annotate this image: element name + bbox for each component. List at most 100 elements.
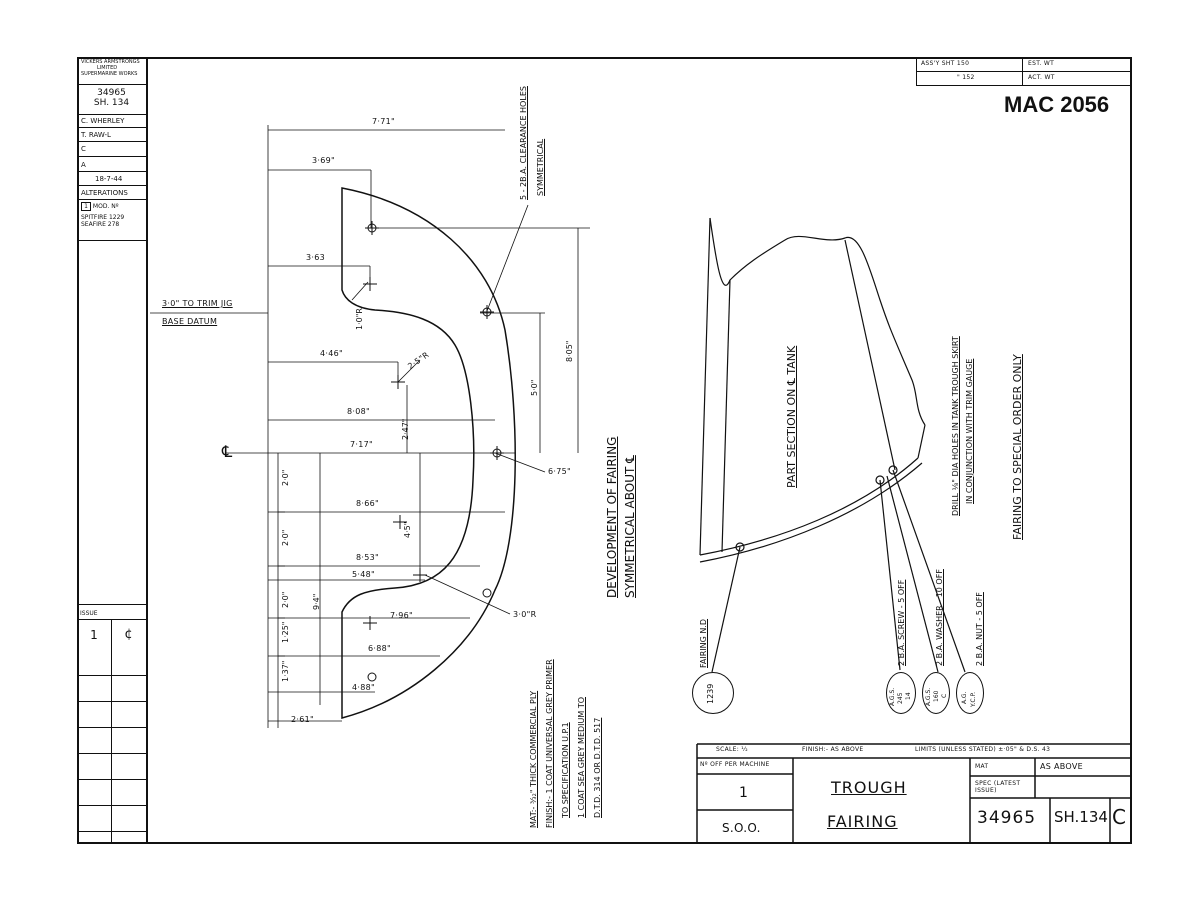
washer-part-bubble <box>922 672 950 714</box>
dim-7-96: 7·96" <box>390 611 413 620</box>
issue-rows <box>77 650 146 842</box>
left-drawing-number: 34965 <box>97 88 126 98</box>
aircraft-seafire: SEAFIRE 278 <box>81 221 120 228</box>
dim-v-1-25: 1·25" <box>281 621 290 644</box>
title-drawing-number: 34965 <box>977 808 1037 828</box>
maker-line-2: LIMITED <box>97 64 118 71</box>
material-note-3: TO SPECIFICATION U.P.1 <box>561 722 570 818</box>
drawing-number-cell: 34965 SH. 134 <box>77 85 146 115</box>
title-block-lines <box>696 743 1132 844</box>
soo-label: S.O.O. <box>722 821 761 835</box>
drill-note-2: IN CONJUNCTION WITH TRIM GAUGE <box>965 358 974 504</box>
modification-cell: 1 MOD. Nº SPITFIRE 1229 SEAFIRE 278 <box>77 200 146 240</box>
limits-label: LIMITS (UNLESS STATED) ±·05" & D.S. 43 <box>915 746 1051 753</box>
title-fairing: FAIRING <box>827 812 898 831</box>
dim-v-9-4: 9·4" <box>312 593 321 610</box>
est-weight-label: EST. WT <box>1028 60 1055 67</box>
spec-label: SPEC (LATEST ISSUE) <box>975 780 1021 795</box>
maker-line-3: SUPERMARINE WORKS <box>81 70 138 77</box>
nut-part-1: A.G. <box>961 691 968 704</box>
part-section-label: PART SECTION ON ℄ TANK <box>785 345 798 488</box>
note-clearance-holes: 5 - 2B.A. CLEARANCE HOLES <box>519 86 528 200</box>
maker-line-1: VICKERS ARMSTRONGS <box>81 59 140 65</box>
dim-v-1-37: 1·37" <box>281 660 290 683</box>
nut-callout: 2 B.A. NUT - 5 OFF <box>975 592 984 666</box>
title-sheet-number: SH.134 <box>1054 808 1108 826</box>
finish-label: FINISH:- AS ABOVE <box>802 746 864 753</box>
material-note-4: 1 COAT SEA GREY MEDIUM TO <box>577 696 586 818</box>
development-title-1: DEVELOPMENT OF FAIRING <box>605 436 619 598</box>
dim-v-8-05: 8·05" <box>565 340 574 363</box>
aircraft-spitfire: SPITFIRE 1229 <box>81 214 125 221</box>
washer-callout: 2 B.A. WASHER - 10 OFF <box>935 569 944 666</box>
washer-part-3: C <box>941 693 948 698</box>
mod-number: 1 <box>81 202 91 211</box>
fairing-number: 1239 <box>706 683 715 704</box>
dim-width-7-71: 7·71" <box>372 117 395 126</box>
dim-v-2-0-c: 2·0" <box>281 591 290 608</box>
weight-box: ASS'Y SHT 150 " 152 EST. WT ACT. WT <box>916 57 1132 86</box>
checked-by: C <box>77 142 146 157</box>
nut-part-2: Y.C.P. <box>970 691 977 707</box>
section-view <box>699 217 966 673</box>
drill-note-1: DRILL ¹⁄₈" DIA HOLES IN TANK TROUGH SKIR… <box>951 336 960 516</box>
dim-v-5-0: 5·0" <box>530 379 539 396</box>
approved-by: A <box>77 157 146 172</box>
title-issue-letter: C <box>1112 805 1127 829</box>
material-note-5: D.T.D. 314 OR D.T.D. 517 <box>593 717 602 818</box>
dim-4-88: 4·88" <box>352 683 375 692</box>
material-note-1: MAT:- ³⁄₃₂" THICK COMMERCIAL PLY <box>529 690 538 828</box>
off-per-machine-label: Nº OFF PER MACHINE <box>700 761 770 768</box>
drawing-date: 18-7-44 <box>77 172 146 186</box>
dim-v-4-5: 4·5" <box>403 521 412 538</box>
screw-part-1: A.G.S. <box>889 687 896 706</box>
trim-jig-note: 3·0" TO TRIM JIG <box>162 299 233 308</box>
drawing-border <box>77 57 1132 844</box>
dim-8-53: 8·53" <box>356 553 379 562</box>
dim-v-2-47: 2·47" <box>401 418 410 441</box>
dim-v-2-0-b: 2·0" <box>281 529 290 546</box>
hole-markers <box>363 221 504 682</box>
off-per-machine-value: 1 <box>739 785 749 801</box>
washer-part-2: 160 <box>933 690 940 702</box>
note-symmetrical: SYMMETRICAL <box>536 138 545 196</box>
fairing-number-bubble <box>692 672 734 714</box>
assy-sheet-label-2: " 152 <box>957 74 975 81</box>
dim-3-63: 3·63 <box>306 253 326 262</box>
dim-8-66: 8·66" <box>356 499 379 508</box>
mod-label: MOD. Nº <box>92 203 119 210</box>
issue-mark: ¢ <box>124 627 133 642</box>
act-weight-label: ACT. WT <box>1028 74 1055 81</box>
screw-callout: 2 B.A. SCREW - 5 OFF <box>897 579 906 666</box>
base-datum: BASE DATUM <box>162 317 218 326</box>
screw-part-3: 14 <box>905 692 912 700</box>
maker-cell: VICKERS ARMSTRONGS LIMITED SUPERMARINE W… <box>77 57 146 85</box>
dim-6-88: 6·88" <box>368 644 391 653</box>
washer-part-1: A.G.S. <box>925 687 932 706</box>
mac-number: MAC 2056 <box>1004 92 1110 117</box>
centreline-mark: ℄ <box>222 442 233 461</box>
dim-8-08: 8·08" <box>347 407 370 416</box>
title-trough: TROUGH <box>831 778 907 797</box>
radius-6-75: 6·75" <box>548 467 571 476</box>
left-sheet-number: SH. 134 <box>93 98 130 109</box>
issue-label: ISSUE <box>77 604 146 620</box>
alterations-label: ALTERATIONS <box>77 186 146 200</box>
material-label: MAT <box>975 763 989 770</box>
screw-part-2: 245 <box>897 692 904 704</box>
dim-3-69: 3·69" <box>312 156 335 165</box>
dim-4-46: 4·46" <box>320 349 343 358</box>
dimension-lines <box>150 125 590 728</box>
radius-1-0: 1·0"R <box>355 308 364 330</box>
radius-3-0: 3·0"R <box>513 610 537 619</box>
drawn-by: C. WHERLEY <box>77 115 146 128</box>
dim-7-17: 7·17" <box>350 440 373 449</box>
dim-2-61: 2·61" <box>291 715 314 724</box>
special-order-note: FAIRING TO SPECIAL ORDER ONLY <box>1011 354 1024 540</box>
dim-5-48: 5·48" <box>352 570 375 579</box>
assy-sheet-label: ASS'Y SHT 150 <box>921 60 970 67</box>
issue-number: 1 <box>90 628 98 642</box>
material-note-2: FINISH:- 1 COAT UNIVERSAL GREY PRIMER <box>545 659 554 828</box>
dim-v-2-0-a: 2·0" <box>281 469 290 486</box>
